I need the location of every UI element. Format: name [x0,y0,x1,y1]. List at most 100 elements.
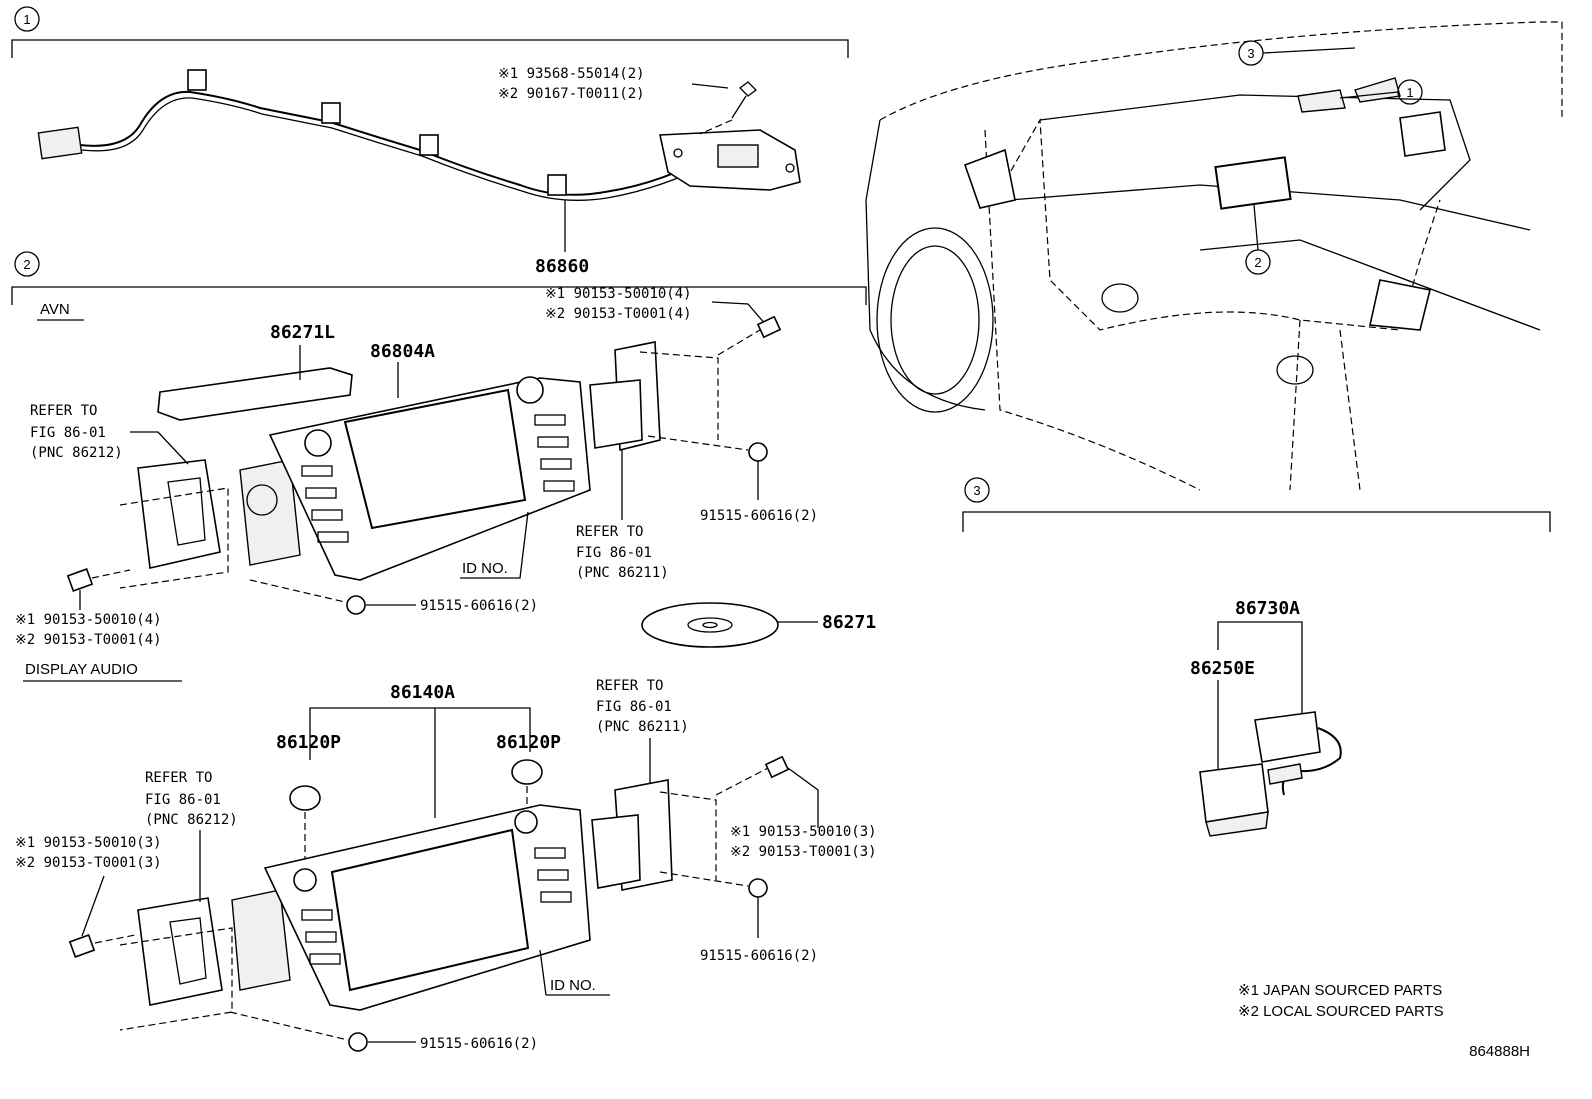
da-bolt-bottom-label: 91515-60616(2) [420,1036,538,1052]
avn-screw-bl [66,568,94,592]
harness-screw-local-label: ※2 90167-T0011(2) [498,86,645,102]
knob-left-label: 86120P [276,732,341,753]
da-right-bracket-plate [591,814,641,889]
avn-screw-bl-guide [91,569,131,579]
da-screw-left-drawing [68,875,136,958]
avn-receiver-button [534,414,566,426]
harness-camera-block [717,144,759,168]
callout-3-number: 3 [1247,46,1254,61]
avn-left-bracket-guide [119,487,229,589]
da-bolt-right-label: 91515-60616(2) [700,948,818,964]
harness-mount-hole [673,148,683,158]
avn-right-bracket-guide [639,351,719,440]
section-3-number: 3 [973,483,980,498]
vehicle-center-stack [1289,319,1361,491]
avn-bolt-right [748,442,768,462]
note-japan-sourced: ※1 JAPAN SOURCED PARTS [1238,982,1442,999]
avn-refer-right-line2: FIG 86-01 [576,545,652,561]
avn-screw-tr [756,315,782,339]
display-audio-button [309,953,341,965]
display-audio-left-bracket-drawing [119,897,233,1031]
display-audio-receiver-drawing [231,804,591,1011]
avn-receiver-drawing [239,376,591,581]
harness-clip-2 [321,102,341,124]
avn-screw-tr-jp-label: ※1 90153-50010(4) [545,286,692,302]
display-audio-button [301,909,333,921]
avn-screw-bl-jp-label: ※1 90153-50010(4) [15,612,162,628]
avn-receiver-knob-right [516,376,544,404]
display-audio-left-bracket-guide [119,927,233,1031]
avn-receiver-button [537,436,569,448]
avn-right-bracket-drawing [589,329,761,452]
section-2-bracket [11,286,867,305]
avn-receiver-label: 86804A [370,341,435,362]
section-1-marker [14,6,40,32]
display-audio-button [537,869,569,881]
vehicle-dashboard-line [1009,184,1531,231]
avn-bolt-bottom-drawing [249,579,416,615]
display-audio-left-bracket [137,897,223,1006]
da-id-no-label: ID NO. [550,977,596,994]
vehicle-wheel-inner [890,245,980,395]
da-screw-right [764,755,790,779]
harness-cable-outline [81,97,693,201]
avn-receiver-screen [343,388,527,530]
da-screw-left-leader [81,875,105,937]
kit-connector-box [1254,711,1321,763]
avn-disc-label: 86271 [822,612,876,633]
harness-clip-1 [187,69,207,91]
da-right-bolt-guide [659,871,749,887]
avn-refer-left-leader [130,431,189,465]
section-3: 3 86730A 86250E [962,477,1551,837]
vehicle-console [1369,279,1431,331]
harness-screw [731,81,757,119]
avn-screw-tr-local-label: ※2 90153-T0001(4) [545,306,692,322]
da-screw-right-leader [787,767,819,828]
avn-receiver-button [540,458,572,470]
da-bolt-bottom-guide [229,1011,349,1041]
avn-screw-bl-drawing [66,568,131,610]
da-bolt-bottom [348,1032,368,1052]
section-2: 2 AVN 86271L 86804A [11,251,877,1052]
harness-screw-guide [699,119,733,135]
avn-receiver-button [311,509,343,521]
da-screw-right-drawing [764,755,819,828]
display-audio-bracket-leader [309,707,531,760]
vehicle-right-vent [1399,111,1446,157]
callout-2-number: 2 [1254,255,1261,270]
harness-screw-leader [691,83,729,89]
diagram-id: 864888H [1469,1043,1530,1060]
da-right-screw-guide [715,767,769,796]
display-audio-knob-socket-left [293,868,317,892]
module-86250e-base [1205,811,1269,837]
harness-clip-4 [547,174,567,196]
knob-right [511,759,543,785]
knob-left [289,785,321,811]
avn-refer-right-line3: (PNC 86211) [576,565,669,581]
section-3-bracket [962,511,1551,532]
knob-right-label: 86120P [496,732,561,753]
da-screw-right-local-label: ※2 90153-T0001(3) [730,844,877,860]
da-right-bracket-guide [659,791,717,880]
kit-86730a-drawing [1254,711,1342,796]
avn-disc-inner [687,617,733,633]
avn-refer-right-line1: REFER TO [576,524,643,540]
section-1-number: 1 [23,12,30,27]
avn-left-bracket [137,459,221,569]
avn-refer-left-line3: (PNC 86212) [30,445,123,461]
avn-receiver-button [301,465,333,477]
callout-2-leader [1253,204,1259,251]
knob-left-drawing [289,785,321,862]
avn-screw-tr-leader [711,301,767,326]
section-2-number: 2 [23,257,30,272]
harness-mount-hole-2 [785,163,795,173]
harness-screw-jp-label: ※1 93568-55014(2) [498,66,645,82]
avn-left-bracket-drawing [119,459,229,589]
display-audio-left-bracket-cutout [169,917,207,985]
avn-refer-left-line1: REFER TO [30,403,97,419]
da-screw-left [68,934,96,958]
avn-disc [641,602,779,648]
da-refer-right-line2: FIG 86-01 [596,699,672,715]
section-1: 1 ※1 93568-55014(2) ※2 90167-T0011(2) 86… [11,6,849,277]
